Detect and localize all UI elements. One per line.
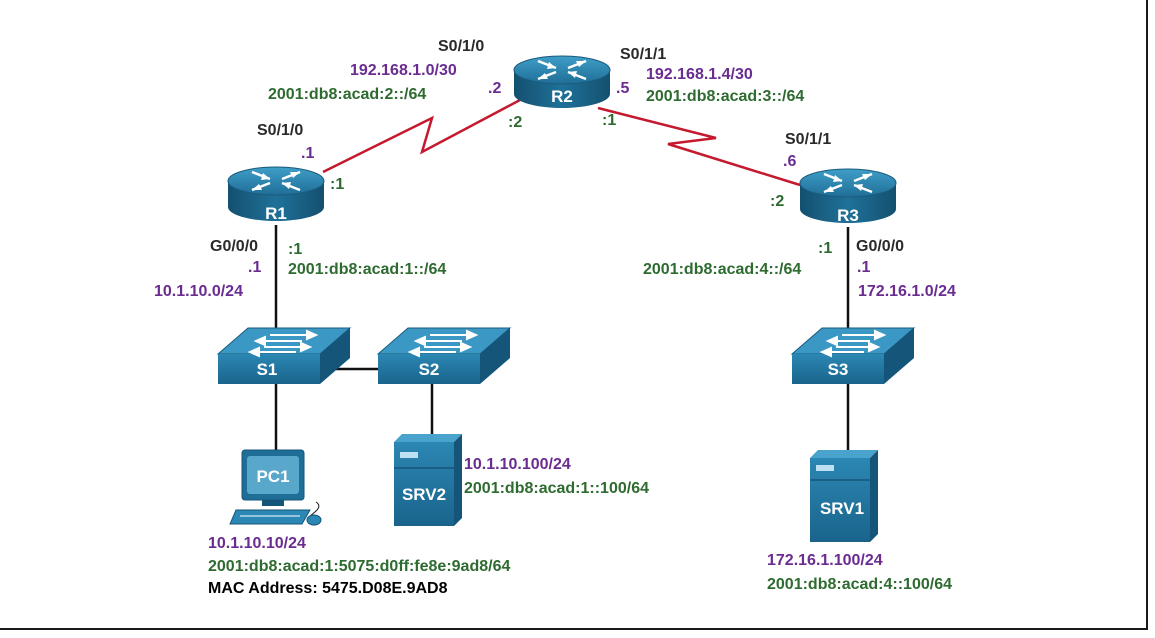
router-r1-label: R1	[265, 204, 287, 223]
srv2-ipv6: 2001:db8:acad:1::100/64	[464, 480, 649, 497]
server-srv1[interactable]: SRV1	[810, 450, 878, 542]
r2-left-ipv4-net: 192.168.1.0/30	[350, 62, 457, 79]
r3-lan-ipv6-host: :1	[818, 240, 833, 257]
switch-s2-label: S2	[419, 360, 440, 379]
server-srv1-label: SRV1	[820, 499, 864, 518]
pc1-ipv4: 10.1.10.10/24	[208, 535, 306, 552]
switch-s1-label: S1	[257, 360, 278, 379]
server-srv2-label: SRV2	[402, 485, 446, 504]
r1-lan-ipv6-net: 2001:db8:acad:1::/64	[288, 261, 447, 278]
pc-pc1[interactable]: PC1	[229, 449, 322, 526]
ethernet-links	[274, 225, 850, 455]
r3-lan-ipv4-net: 172.16.1.0/24	[858, 283, 956, 300]
r2-left-ipv6-net: 2001:db8:acad:2::/64	[268, 86, 427, 103]
switch-s3[interactable]: S3	[790, 327, 916, 384]
switch-s1[interactable]: S1	[216, 327, 352, 384]
r1-lan-ipv4-net: 10.1.10.0/24	[154, 283, 243, 300]
router-r3-label: R3	[837, 206, 859, 225]
pc-pc1-label: PC1	[256, 467, 289, 486]
r2-right-ipv4-net: 192.168.1.4/30	[646, 66, 753, 83]
server-srv2[interactable]: SRV2	[394, 434, 462, 526]
r2-left-ipv6-host: :2	[508, 114, 523, 131]
r3-lan-ipv6-net: 2001:db8:acad:4::/64	[643, 261, 802, 278]
r1-lan-ipv6-host: :1	[288, 241, 303, 258]
r3-lan-ipv4-host: .1	[857, 259, 871, 276]
r3-serial-port: S0/1/1	[785, 131, 832, 148]
pc1-mac-address: MAC Address: 5475.D08E.9AD8	[208, 580, 448, 597]
r2-right-ipv4-host: .5	[616, 80, 630, 97]
r3-lan-port: G0/0/0	[856, 238, 905, 255]
serial-link-r1-r2	[322, 98, 521, 174]
r1-serial-ipv4-host: .1	[301, 145, 315, 162]
r3-serial-ipv4-host: .6	[783, 153, 797, 170]
r2-left-ipv4-host: .2	[488, 80, 502, 97]
r2-right-ipv6-host: :1	[602, 112, 617, 129]
r2-right-port: S0/1/1	[620, 46, 667, 63]
srv2-ipv4: 10.1.10.100/24	[464, 456, 571, 473]
r1-lan-ipv4-host: .1	[248, 259, 262, 276]
switch-s3-label: S3	[828, 360, 849, 379]
serial-link-r2-r3	[597, 106, 801, 187]
router-r2[interactable]: R2	[513, 55, 611, 108]
pc1-ipv6: 2001:db8:acad:1:5075:d0ff:fe8e:9ad8/64	[208, 558, 511, 575]
r1-serial-port: S0/1/0	[257, 122, 304, 139]
r1-serial-ipv6-host: :1	[330, 176, 345, 193]
router-r1[interactable]: R1	[227, 166, 325, 223]
router-r3[interactable]: R3	[799, 168, 897, 225]
r2-left-port: S0/1/0	[438, 38, 485, 55]
router-r2-label: R2	[551, 87, 573, 106]
r2-right-ipv6-net: 2001:db8:acad:3::/64	[646, 88, 805, 105]
srv1-ipv6: 2001:db8:acad:4::100/64	[767, 576, 952, 593]
r1-lan-port: G0/0/0	[210, 238, 259, 255]
srv1-ipv4: 172.16.1.100/24	[767, 552, 883, 569]
switch-s2[interactable]: S2	[376, 327, 512, 384]
r3-serial-ipv6-host: :2	[770, 193, 785, 210]
